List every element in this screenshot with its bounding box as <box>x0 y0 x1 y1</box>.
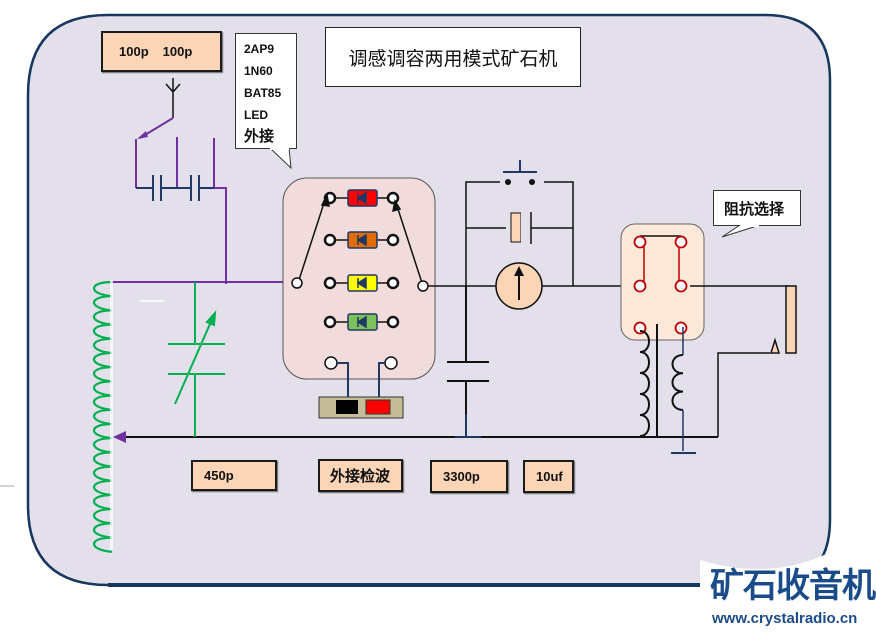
electrolytic-capacitor-icon <box>506 212 532 244</box>
diode-row-orange[interactable] <box>323 231 400 249</box>
ammeter-icon <box>495 262 543 310</box>
impedance-terminal-2[interactable] <box>674 235 688 249</box>
tuning-cap-label: 450p <box>191 460 277 491</box>
ext-terminal-left[interactable] <box>324 356 338 370</box>
external-detector-text: 外接检波 <box>330 468 391 485</box>
diode-row-yellow[interactable] <box>323 274 400 292</box>
impedance-callout-text: 阻抗选择 <box>724 200 785 218</box>
detector-type-0: 2AP9 <box>244 42 275 56</box>
bypass-capacitor-icon <box>447 286 489 438</box>
electrolytic-label: 10uf <box>523 460 574 493</box>
antenna-icon <box>165 78 181 118</box>
primary-winding <box>639 330 650 437</box>
coil-winding <box>92 280 113 553</box>
impedance-selector-panel <box>620 223 705 341</box>
jack-tip-icon <box>769 337 781 354</box>
impedance-terminal-6[interactable] <box>674 321 688 335</box>
antenna-feed-wire <box>214 187 227 284</box>
ext-lead-pos <box>378 362 386 402</box>
external-detector-label: 外接检波 <box>318 459 403 492</box>
diode-icon <box>356 276 367 290</box>
diode-icon <box>356 315 367 329</box>
brand-logo: 矿石收音机 <box>710 566 876 606</box>
brand-swoosh <box>700 520 876 632</box>
variable-capacitor-icon[interactable] <box>168 282 225 437</box>
push-button-switch[interactable] <box>500 160 544 188</box>
tuning-cap-value: 450p <box>204 468 234 483</box>
impedance-terminal-3[interactable] <box>633 279 647 293</box>
detector-input-terminal[interactable] <box>291 277 303 289</box>
antenna-cap-right-value: 100p <box>162 44 193 59</box>
detector-type-callout: 2AP9 1N60 BAT85 LED 外接 <box>235 33 297 149</box>
impedance-jumper-wires[interactable] <box>640 235 681 282</box>
diode-terminal-left[interactable] <box>323 233 337 247</box>
page-title: 调感调容两用模式矿石机 <box>325 27 581 87</box>
earphone-jack-icon[interactable] <box>785 285 797 354</box>
detector-type-3: LED <box>244 108 268 122</box>
antenna-cap-left-value: 100p <box>119 44 149 59</box>
diode-terminal-right[interactable] <box>386 315 400 329</box>
detector-output-terminal[interactable] <box>417 280 429 292</box>
impedance-terminals <box>633 235 688 335</box>
impedance-callout: 阻抗选择 <box>713 190 801 226</box>
bypass-cap-label: 3300p <box>430 460 508 493</box>
ext-lead-neg <box>336 362 349 402</box>
impedance-terminal-1[interactable] <box>633 235 647 249</box>
diode-terminal-left[interactable] <box>323 276 337 290</box>
antenna-caps-label: 100p 100p <box>101 31 222 72</box>
bypass-cap-value: 3300p <box>443 469 480 484</box>
diode-terminal-right[interactable] <box>386 276 400 290</box>
detector-selector-arms[interactable] <box>297 192 424 287</box>
detector-type-2: BAT85 <box>244 86 282 100</box>
brand-url: www.crystalradio.cn <box>712 610 858 627</box>
electrolytic-value: 10uf <box>536 469 563 484</box>
diode-terminal-right[interactable] <box>386 233 400 247</box>
antenna-capacitor-pair <box>136 175 214 201</box>
tapped-tuning-coil <box>92 280 113 553</box>
diode-terminal-left[interactable] <box>323 315 337 329</box>
ext-terminal-right[interactable] <box>384 356 398 370</box>
diode-rows <box>323 189 400 331</box>
diode-row-green[interactable] <box>323 313 400 331</box>
impedance-terminal-4[interactable] <box>674 279 688 293</box>
external-socket-negative[interactable] <box>336 400 358 414</box>
coil-tap-slider-icon[interactable] <box>113 431 126 443</box>
detector-type-external: 外接 <box>244 128 275 145</box>
coil-core-line <box>110 280 113 550</box>
secondary-winding <box>671 354 684 411</box>
diode-icon <box>356 233 367 247</box>
diode-icon <box>356 191 367 205</box>
diode-terminal-right[interactable] <box>386 191 400 205</box>
detector-type-1: 1N60 <box>244 64 273 78</box>
jack-sleeve-wire <box>717 352 770 437</box>
antenna-selector-switch[interactable] <box>135 117 215 188</box>
external-socket-positive[interactable] <box>365 399 391 415</box>
output-transformer-icon <box>639 330 684 437</box>
